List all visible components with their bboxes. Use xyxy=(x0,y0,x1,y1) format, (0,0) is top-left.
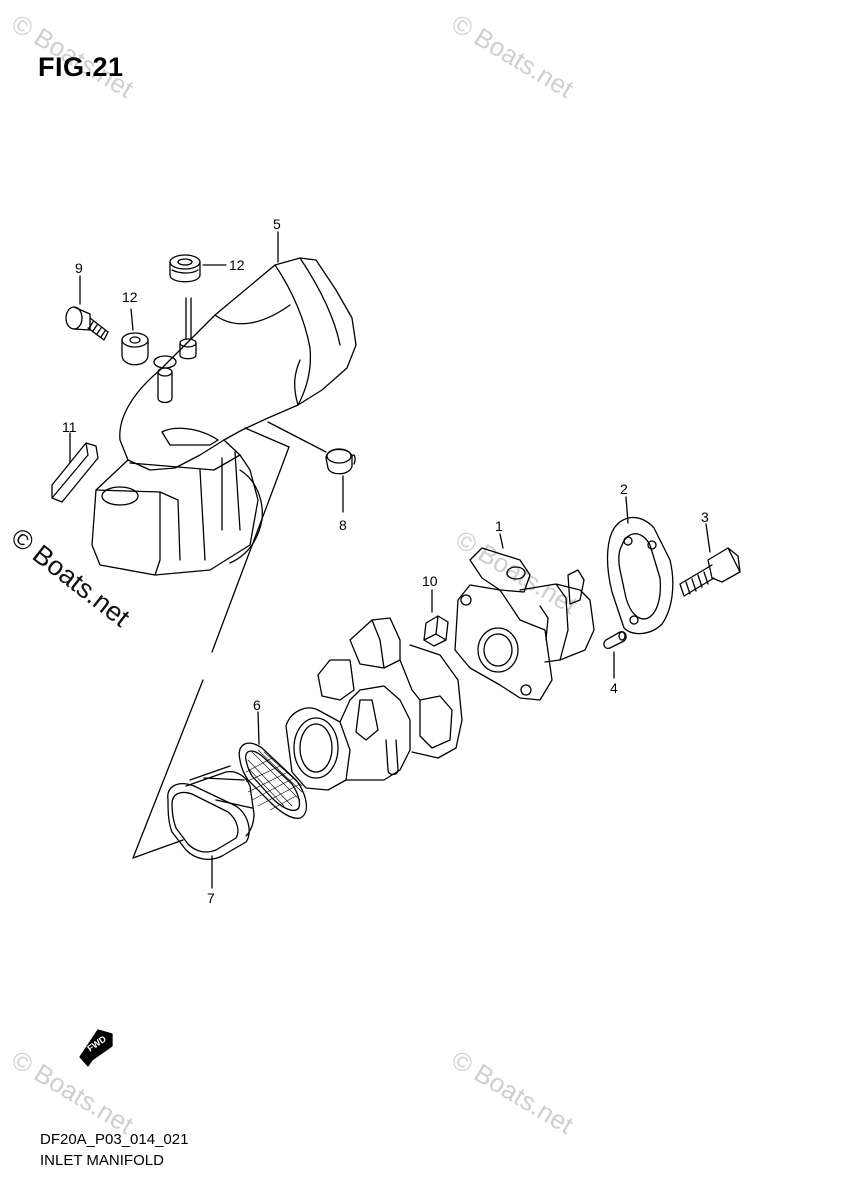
part-11-pad xyxy=(51,442,99,503)
part-5-silencer-case xyxy=(91,257,357,576)
part-6-screen xyxy=(238,742,307,819)
callout-11: 11 xyxy=(62,419,77,435)
callout-8: 8 xyxy=(339,517,347,533)
throttle-body xyxy=(285,617,463,791)
assembly-outline xyxy=(132,427,290,859)
leader-3 xyxy=(705,523,711,553)
callout-7: 7 xyxy=(207,890,215,906)
part-2-gasket xyxy=(606,516,674,635)
drawing-name: INLET MANIFOLD xyxy=(40,1152,164,1169)
part-9-bolt xyxy=(65,306,109,341)
part-8-grommet xyxy=(325,448,356,475)
callout-2: 2 xyxy=(620,481,628,497)
callout-1: 1 xyxy=(495,518,503,534)
callout-6: 6 xyxy=(253,697,261,713)
callout-5: 5 xyxy=(273,216,281,232)
callout-9: 9 xyxy=(75,260,83,276)
figure-title: FIG.21 xyxy=(38,52,124,82)
callout-3: 3 xyxy=(701,509,709,525)
part-12-grommet-left xyxy=(121,332,149,366)
part-1-inlet-manifold xyxy=(454,547,595,701)
leader-8-upper xyxy=(267,421,327,453)
leader-6 xyxy=(257,711,260,745)
callout-10: 10 xyxy=(422,573,438,589)
callout-12-left: 12 xyxy=(122,289,138,305)
leader-12-left xyxy=(130,308,134,331)
part-12-grommet-top xyxy=(169,254,201,283)
leader-1 xyxy=(499,533,504,549)
drawing-code: DF20A_P03_014_021 xyxy=(40,1131,189,1148)
leader-2 xyxy=(625,496,629,524)
part-7-seal xyxy=(167,765,255,861)
callout-12-top: 12 xyxy=(229,257,245,273)
fwd-arrow-icon: FWD xyxy=(79,1029,113,1067)
part-4-pin xyxy=(603,631,627,649)
part-10-clip xyxy=(423,615,449,647)
part-3-bolt xyxy=(679,547,741,597)
callout-4: 4 xyxy=(610,680,618,696)
